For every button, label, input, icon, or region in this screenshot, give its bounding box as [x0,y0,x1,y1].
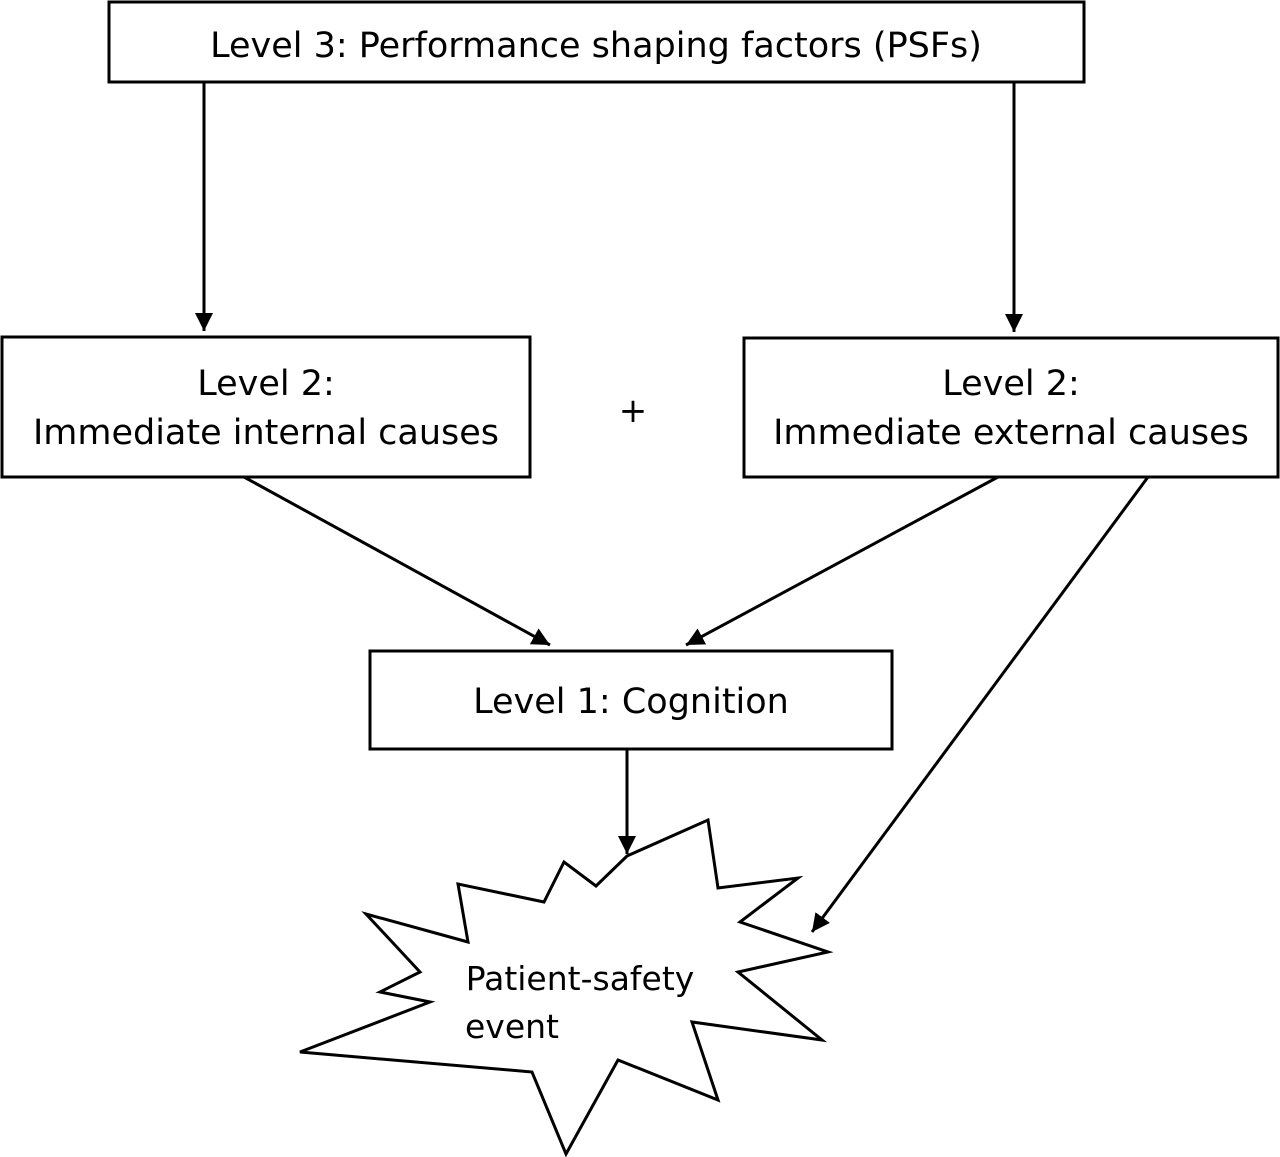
node-level2-external: Level 2: Immediate external causes [742,336,1280,479]
level1-label: Level 1: Cognition [473,682,789,722]
level2-internal-box [0,335,532,479]
level2-external-line1: Level 2: [942,364,1080,404]
level2-internal-line2: Immediate internal causes [33,413,499,453]
edge-external-to-cognition [685,475,999,647]
level1-box [368,649,894,751]
node-level3: Level 3: Performance shaping factors (PS… [107,0,1086,84]
level3-box [107,0,1086,84]
edges [195,82,1150,933]
event-label-line2: event [465,1007,559,1046]
level2-external-line2: Immediate external causes [773,413,1249,453]
event-label-line1: Patient-safety [466,959,695,998]
node-level1: Level 1: Cognition [368,649,894,751]
event-burst-shape [299,817,834,1157]
node-event: Patient-safety event [299,817,834,1157]
level2-external-box [742,336,1280,479]
edge-internal-to-cognition [243,475,551,647]
level3-label: Level 3: Performance shaping factors (PS… [210,26,982,66]
node-level2-internal: Level 2: Immediate internal causes [0,335,532,479]
level2-internal-line1: Level 2: [197,364,335,404]
plus-sign: + [619,391,648,431]
edge-external-to-event [810,476,1150,933]
